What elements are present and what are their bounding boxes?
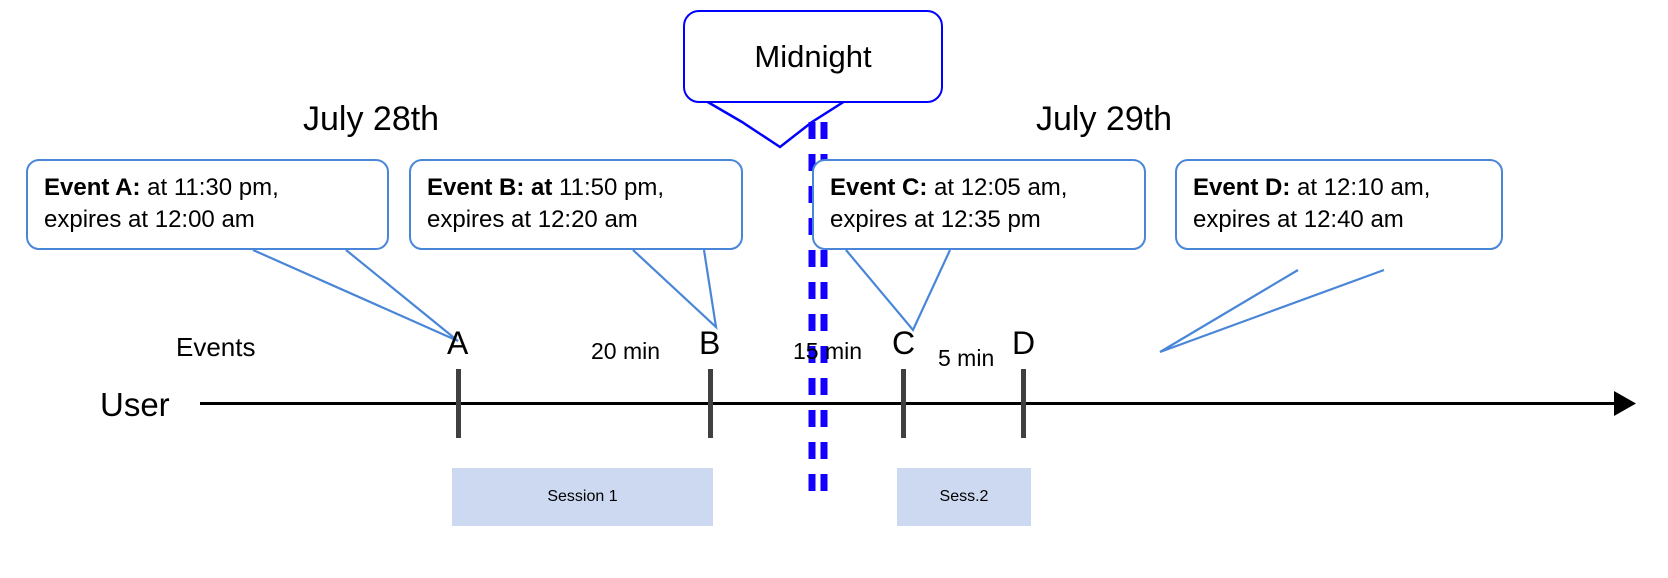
session-box-1: Session 1 [452, 468, 713, 526]
event-a-line2: expires at 12:00 am [44, 205, 255, 233]
session-2-label: Sess.2 [939, 488, 989, 505]
event-a-title: Event A: [44, 174, 141, 201]
event-callout-a: Event A: at 11:30 pm, expires at 12:00 a… [26, 159, 389, 250]
event-b-line2: expires at 12:20 am [427, 205, 638, 233]
event-callout-c: Event C: at 12:05 am, expires at 12:35 p… [812, 159, 1146, 250]
marker-tick-a [456, 369, 461, 438]
event-b-title: Event B: [427, 174, 525, 201]
date-label-july-28: July 28th [303, 100, 440, 138]
gap-label-a-b: 20 min [591, 338, 661, 364]
event-a-line1-rest: at 11:30 pm, [140, 174, 279, 201]
gap-label-b-c: 15 min [793, 338, 863, 364]
marker-label-a: A [447, 325, 469, 361]
event-c-leader [845, 249, 951, 333]
marker-tick-d [1021, 369, 1026, 438]
marker-tick-c [901, 369, 906, 438]
event-b-line1-rest: 11:50 pm, [552, 174, 664, 201]
midnight-label: Midnight [754, 38, 872, 74]
event-b-leader [632, 249, 718, 330]
user-row-label: User [100, 386, 170, 423]
timeline-axis [200, 402, 1625, 405]
axis-arrow-head [1614, 391, 1636, 416]
event-c-title: Event C: [830, 174, 928, 201]
marker-tick-b [708, 369, 713, 438]
date-label-july-29: July 29th [1036, 100, 1173, 138]
event-a-leader [252, 248, 459, 343]
midnight-callout: Midnight [683, 10, 943, 103]
event-d-leader [1159, 268, 1385, 354]
event-d-line2: expires at 12:40 am [1193, 205, 1404, 233]
event-callout-d: Event D: at 12:10 am, expires at 12:40 a… [1175, 159, 1503, 250]
event-b-title-extra: at [524, 174, 553, 201]
event-d-title: Event D: [1193, 174, 1291, 201]
event-c-line1-rest: at 12:05 am, [927, 174, 1068, 201]
session-1-label: Session 1 [547, 488, 618, 505]
marker-label-d: D [1012, 325, 1036, 361]
events-row-label: Events [176, 332, 256, 362]
event-d-line1-rest: at 12:10 am, [1290, 174, 1431, 201]
marker-label-c: C [892, 325, 916, 361]
session-box-2: Sess.2 [897, 468, 1031, 526]
event-callout-b: Event B: at 11:50 pm, expires at 12:20 a… [409, 159, 743, 250]
marker-label-b: B [699, 325, 721, 361]
gap-label-c-d: 5 min [938, 345, 995, 371]
event-c-line2: expires at 12:35 pm [830, 205, 1041, 233]
